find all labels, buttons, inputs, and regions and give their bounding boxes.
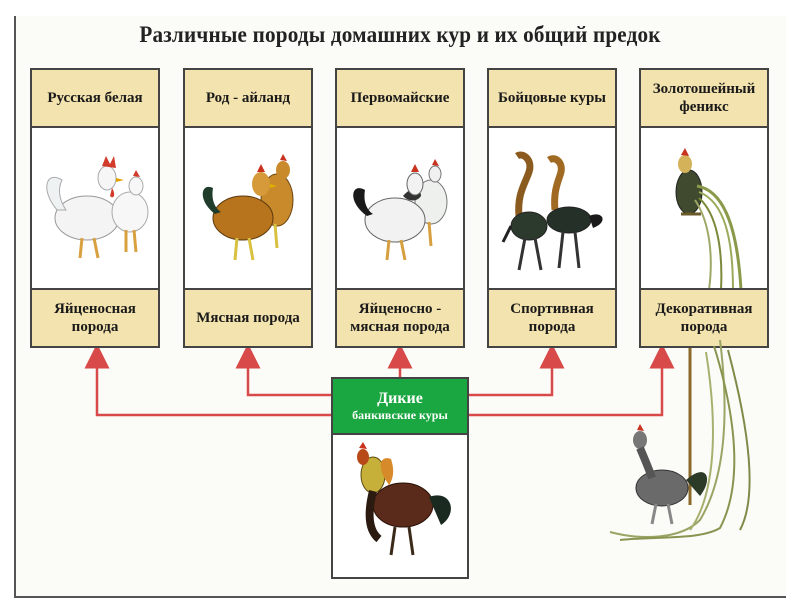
ancestor-subtitle: банкивские куры: [352, 408, 448, 423]
ancestor-title: Дикие: [377, 389, 423, 408]
silver-hen-illustration: [633, 424, 707, 524]
ancestor-card: Дикие банкивские куры: [331, 377, 469, 579]
junglefowl-illustration: [333, 435, 467, 579]
ancestor-label: Дикие банкивские куры: [333, 379, 467, 435]
